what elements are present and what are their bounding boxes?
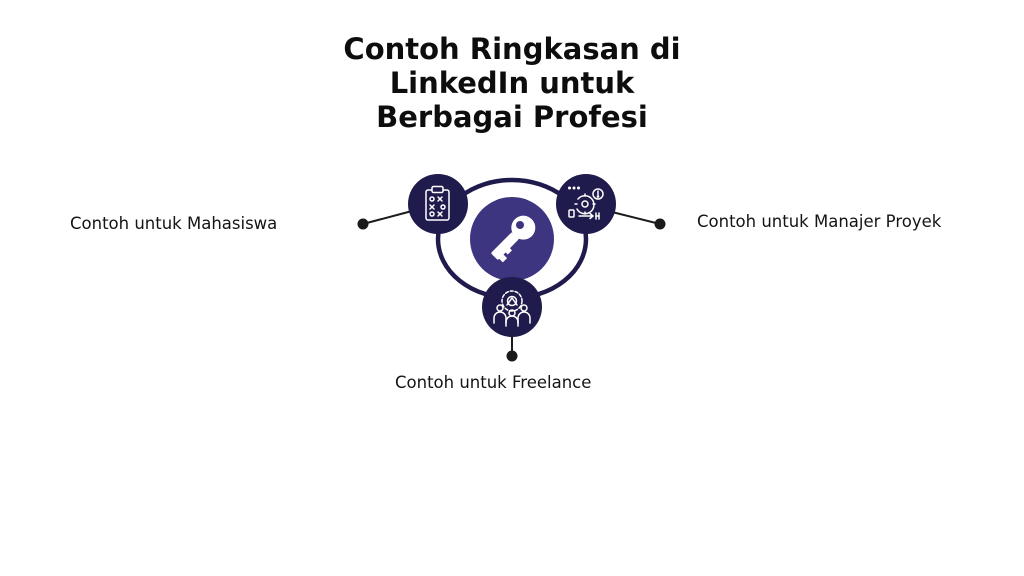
connectors bbox=[357, 210, 666, 362]
title-line-2: LinkedIn untuk bbox=[389, 66, 635, 100]
title-line-1: Contoh Ringkasan di bbox=[343, 32, 681, 66]
node-freelance bbox=[482, 277, 542, 337]
connector-right-dot bbox=[654, 218, 666, 230]
freelancer-gear-icon bbox=[493, 290, 531, 327]
label-mahasiswa: Contoh untuk Mahasiswa bbox=[70, 214, 278, 233]
diagram-title: Contoh Ringkasan di LinkedIn untuk Berba… bbox=[312, 32, 712, 134]
project-workflow-icon bbox=[568, 186, 604, 220]
key-icon bbox=[491, 215, 536, 263]
label-manajer-proyek: Contoh untuk Manajer Proyek bbox=[697, 212, 942, 231]
title-line-3: Berbagai Profesi bbox=[376, 100, 648, 134]
node-manajer-proyek bbox=[556, 174, 616, 234]
label-freelance: Contoh untuk Freelance bbox=[395, 373, 592, 392]
connector-bottom-dot bbox=[506, 350, 518, 362]
connector-left-dot bbox=[357, 218, 369, 230]
connector-left bbox=[362, 210, 413, 225]
connector-right bbox=[611, 211, 661, 225]
clipboard-strategy-icon bbox=[425, 185, 450, 221]
node-mahasiswa bbox=[408, 174, 468, 234]
center-node bbox=[470, 197, 554, 281]
